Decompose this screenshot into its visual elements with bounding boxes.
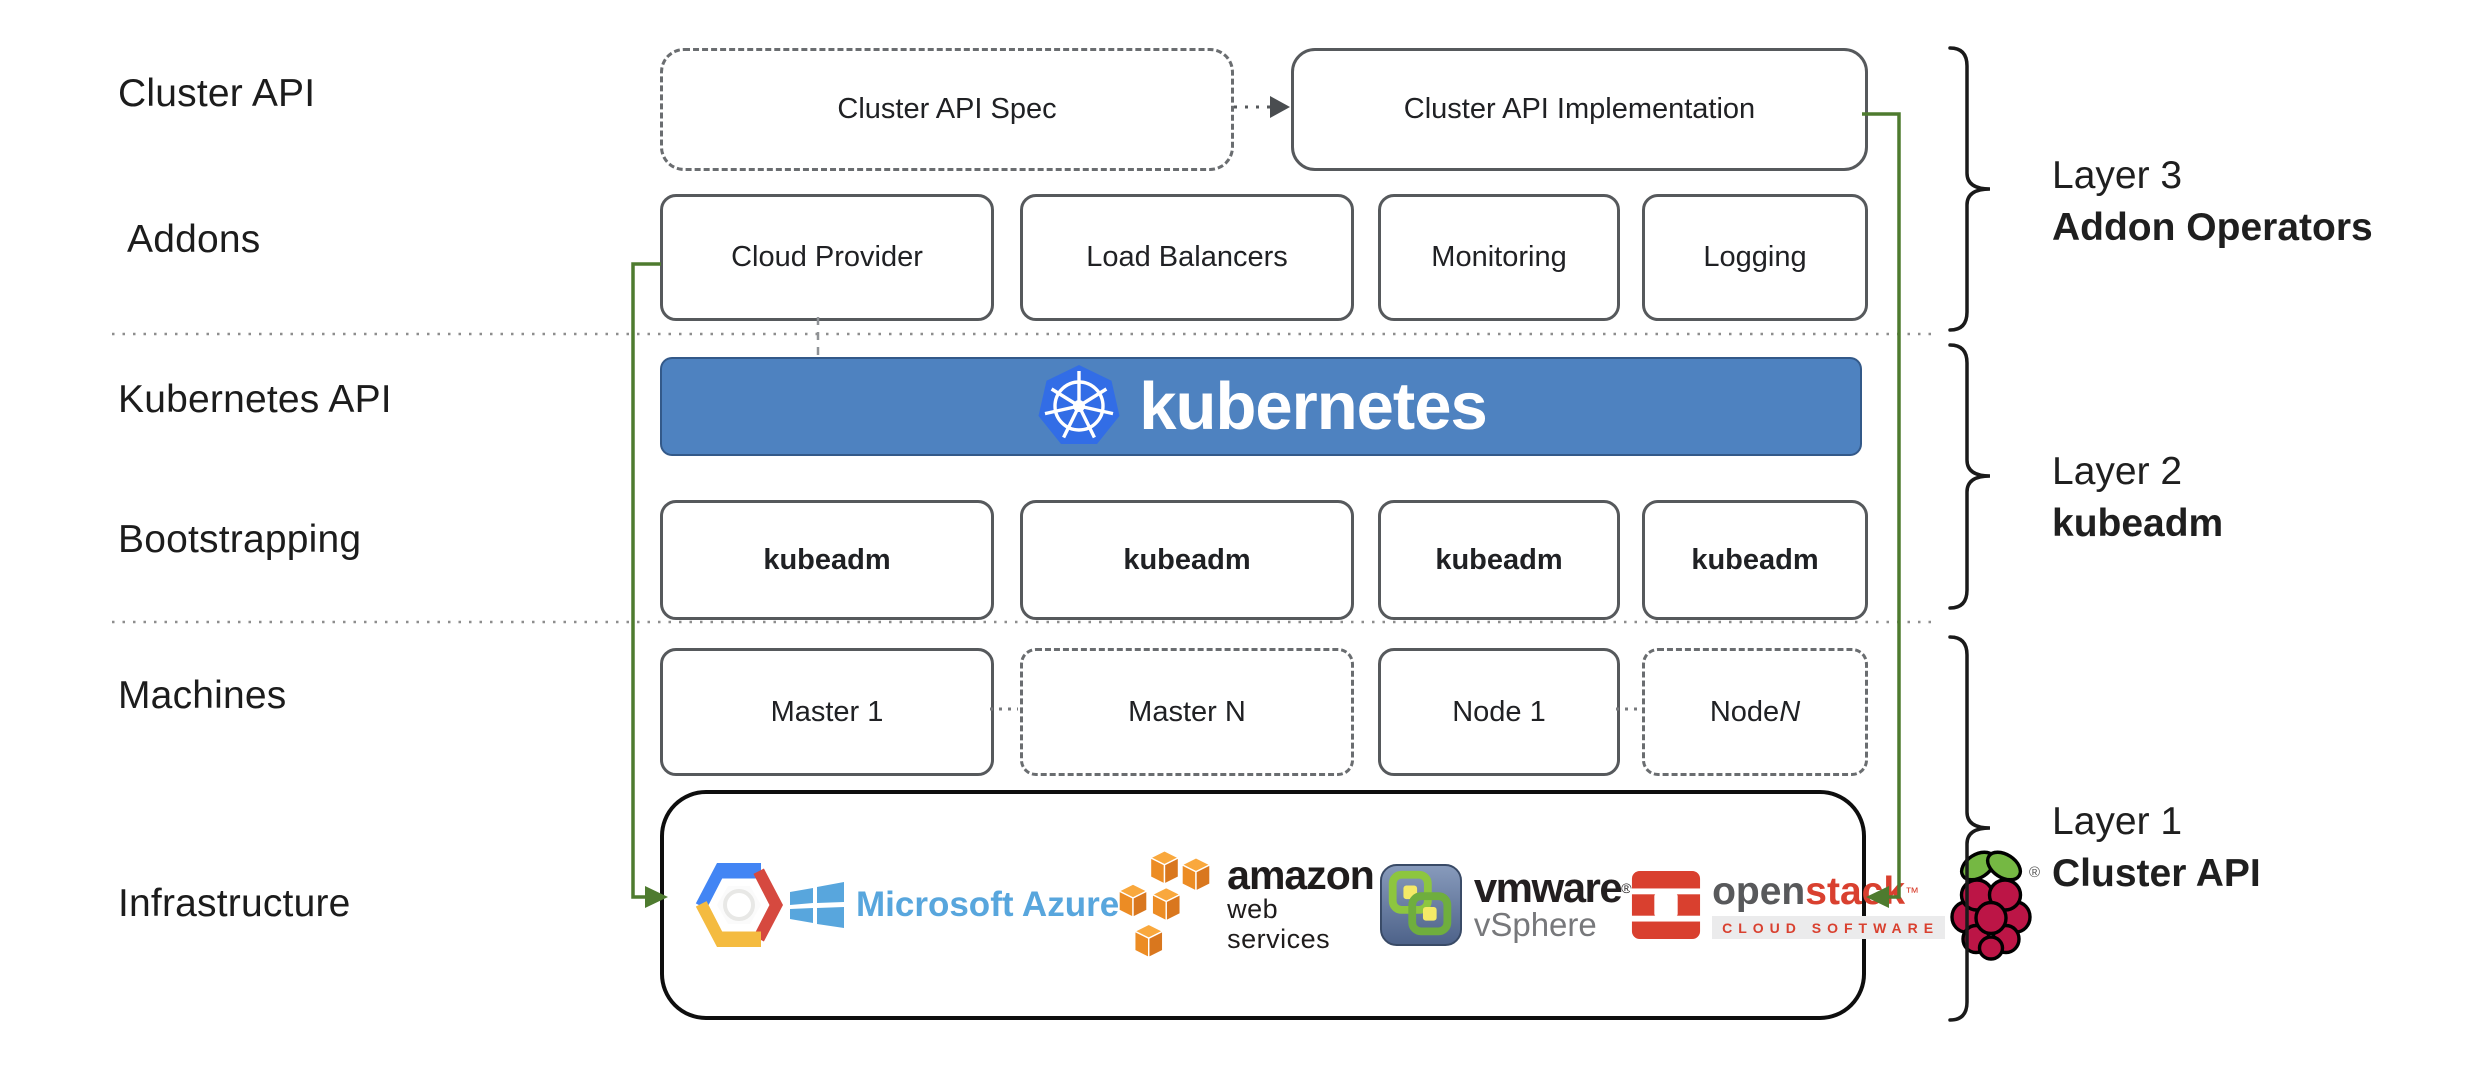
layer-2-label: Layer 2 kubeadm — [2052, 446, 2223, 550]
infrastructure-box: Microsoft Azure — [660, 790, 2040, 1020]
vmware-registered-mark: ® — [1621, 880, 1631, 896]
aws-logo: amazon web services — [1119, 847, 1380, 963]
machine-label-master-1: Master 1 — [770, 695, 884, 728]
web-services-wordmark: web services — [1227, 894, 1331, 954]
machine-label-node-1: Node 1 — [1452, 695, 1546, 728]
machine-label-node-n: Node — [1709, 695, 1780, 728]
layer-3-subtitle: Addon Operators — [2052, 206, 2373, 249]
row-label-kubernetes-api: Kubernetes API — [118, 378, 392, 421]
machine-box-master-n: Master N — [1020, 648, 1354, 776]
openstack-icon — [1630, 870, 1703, 940]
machine-box-node-1: Node 1 — [1378, 648, 1620, 776]
kubernetes-wordmark: kubernetes — [1139, 369, 1487, 444]
openstack-trademark: ™ — [1905, 883, 1920, 900]
azure-wordmark: Microsoft Azure — [856, 885, 1120, 924]
kubeadm-label-3: kubeadm — [1435, 543, 1563, 576]
bracket-layer-3 — [1948, 46, 1991, 332]
kubeadm-box-4: kubeadm — [1642, 500, 1868, 620]
kubeadm-box-1: kubeadm — [660, 500, 994, 620]
cluster-api-implementation-box: Cluster API Implementation — [1291, 48, 1868, 171]
openstack-wordmark-stack: stack — [1805, 869, 1906, 913]
aws-cubes-icon — [1119, 849, 1212, 959]
openstack-logo: openstack™ CLOUD SOFTWARE — [1630, 869, 1946, 941]
raspberry-pi-icon: ® — [1950, 850, 2040, 961]
addon-label-monitoring: Monitoring — [1431, 241, 1567, 273]
cluster-api-implementation-label: Cluster API Implementation — [1403, 93, 1756, 125]
addon-label-cloud-provider: Cloud Provider — [731, 241, 923, 273]
row-label-cluster-api: Cluster API — [118, 72, 316, 115]
openstack-tagline: CLOUD SOFTWARE — [1712, 915, 1946, 939]
openstack-wordmark: openstack™ — [1712, 869, 1945, 913]
bracket-layer-2 — [1948, 343, 1991, 610]
kubernetes-helm-icon — [1038, 364, 1120, 444]
layer-1-title: Layer 1 — [2052, 800, 2183, 843]
cluster-api-spec-box: Cluster API Spec — [660, 48, 1234, 171]
kubernetes-banner: kubernetes — [660, 357, 1862, 456]
addon-box-logging: Logging — [1642, 194, 1868, 321]
vsphere-icon — [1379, 864, 1462, 946]
layer-2-title: Layer 2 — [2052, 450, 2183, 493]
layer-2-subtitle: kubeadm — [2052, 502, 2224, 545]
layer-1-label: Layer 1 Cluster API — [2052, 796, 2261, 900]
row-label-addons: Addons — [127, 218, 261, 261]
kubeadm-box-2: kubeadm — [1020, 500, 1354, 620]
addon-box-load-balancers: Load Balancers — [1020, 194, 1354, 321]
machine-box-master-1: Master 1 — [660, 648, 994, 776]
cluster-api-spec-label: Cluster API Spec — [837, 93, 1057, 125]
openstack-wordmark-open: open — [1712, 869, 1806, 913]
addon-box-monitoring: Monitoring — [1378, 194, 1620, 321]
google-cloud-hexagon-icon — [695, 863, 783, 947]
addon-label-load-balancers: Load Balancers — [1086, 241, 1288, 273]
vmware-wordmark-text: vmware — [1473, 864, 1623, 911]
vmware-vsphere-logo: vmware® vSphere — [1379, 864, 1632, 946]
vsphere-wordmark: vSphere — [1473, 906, 1597, 943]
addon-box-cloud-provider: Cloud Provider — [660, 194, 994, 321]
row-label-bootstrapping: Bootstrapping — [118, 518, 362, 561]
vmware-wordmark: vmware® — [1474, 867, 1632, 909]
kubeadm-label-1: kubeadm — [763, 543, 891, 576]
spec-to-implementation-arrow — [1234, 96, 1290, 118]
machine-label-node-n-italic: N — [1779, 695, 1801, 728]
layer-3-title: Layer 3 — [2052, 154, 2183, 197]
machine-label-master-n: Master N — [1128, 695, 1246, 728]
kubeadm-box-3: kubeadm — [1378, 500, 1620, 620]
google-cloud-logo — [690, 861, 788, 949]
layer-1-subtitle: Cluster API — [2052, 852, 2261, 895]
layer-3-label: Layer 3 Addon Operators — [2052, 150, 2373, 254]
machine-box-node-n: Node N — [1642, 648, 1868, 776]
kubeadm-label-2: kubeadm — [1123, 543, 1251, 576]
kubeadm-label-4: kubeadm — [1691, 543, 1819, 576]
raspberry-pi-logo: ® — [1945, 845, 2041, 965]
microsoft-azure-logo: Microsoft Azure — [788, 877, 1119, 933]
amazon-wordmark: amazon — [1227, 852, 1375, 898]
raspberry-pi-registered-mark: ® — [2029, 864, 2040, 881]
addon-label-logging: Logging — [1703, 241, 1807, 273]
row-label-infrastructure: Infrastructure — [118, 882, 351, 925]
row-label-machines: Machines — [118, 674, 287, 717]
microsoft-window-icon — [790, 882, 844, 928]
